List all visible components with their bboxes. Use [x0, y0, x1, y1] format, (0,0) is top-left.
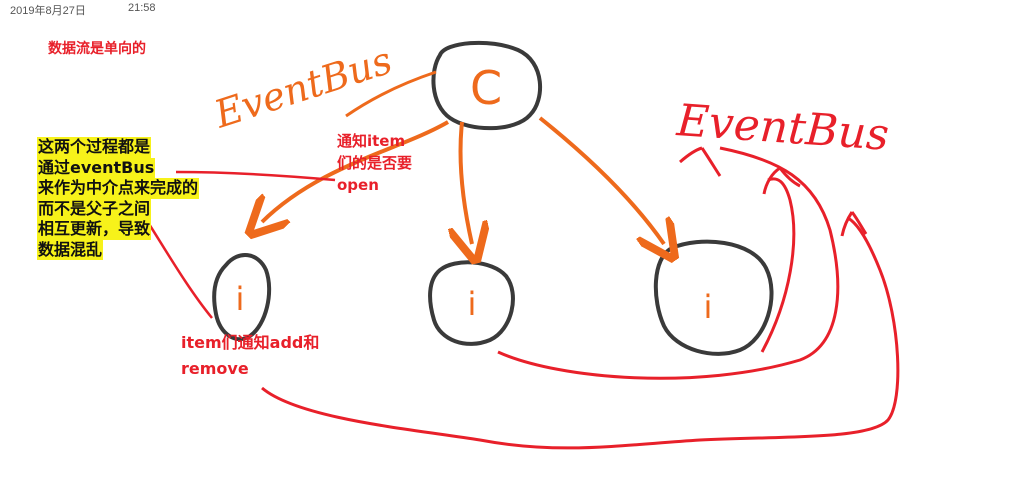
highlight-line: 数据混乱 — [37, 239, 104, 260]
red-arrowhead-3 — [840, 211, 868, 237]
red-curve-left-child — [261, 216, 900, 450]
arrow-c-to-left — [262, 120, 450, 222]
red-curve-right-child — [760, 177, 796, 353]
child-node-label: i — [468, 285, 477, 323]
highlight-line: 通过eventBus — [37, 157, 156, 178]
note-date: 2019年8月27日 — [10, 5, 86, 17]
arrow-c-to-right — [538, 116, 664, 244]
parent-node-c: C — [431, 40, 543, 131]
child-node-label: i — [236, 280, 245, 318]
items-note-line: item们通知add和 — [181, 333, 320, 352]
highlight-line: 相互更新，导致 — [37, 219, 152, 240]
child-node-left: i — [212, 253, 272, 342]
eventbus-handwritten-orange: EventBus — [208, 38, 397, 137]
child-node-middle: i — [428, 260, 515, 346]
parent-node-label: C — [470, 61, 502, 115]
red-arrowhead-2 — [679, 146, 722, 177]
highlighted-explanation-note: 这两个过程都是 通过eventBus 来作为中介点来完成的 而不是父子之间 相互… — [37, 137, 200, 260]
notify-line: 们的是否要 — [337, 154, 413, 172]
highlight-line: 这两个过程都是 — [37, 137, 152, 158]
data-flow-title: 数据流是单向的 — [48, 41, 146, 57]
notify-line: open — [337, 176, 379, 194]
child-node-label: i — [704, 288, 713, 326]
note-time: 21:58 — [128, 2, 156, 14]
notify-line: 通知item — [337, 132, 406, 150]
items-note-line: remove — [181, 359, 249, 378]
yellow-note-pointer-top — [175, 170, 336, 182]
red-curve-middle-child — [497, 146, 840, 380]
items-notify-note: item们通知add和 remove — [181, 330, 319, 382]
notify-items-note: 通知item 们的是否要 open — [337, 130, 412, 196]
arrow-c-to-middle — [460, 121, 472, 244]
eventbus-handwritten-red: EventBus — [674, 95, 890, 161]
child-node-right: i — [653, 239, 774, 356]
eventbus-connector-line — [345, 70, 437, 118]
highlight-line: 而不是父子之间 — [37, 198, 152, 219]
highlight-line: 来作为中介点来完成的 — [37, 178, 200, 199]
